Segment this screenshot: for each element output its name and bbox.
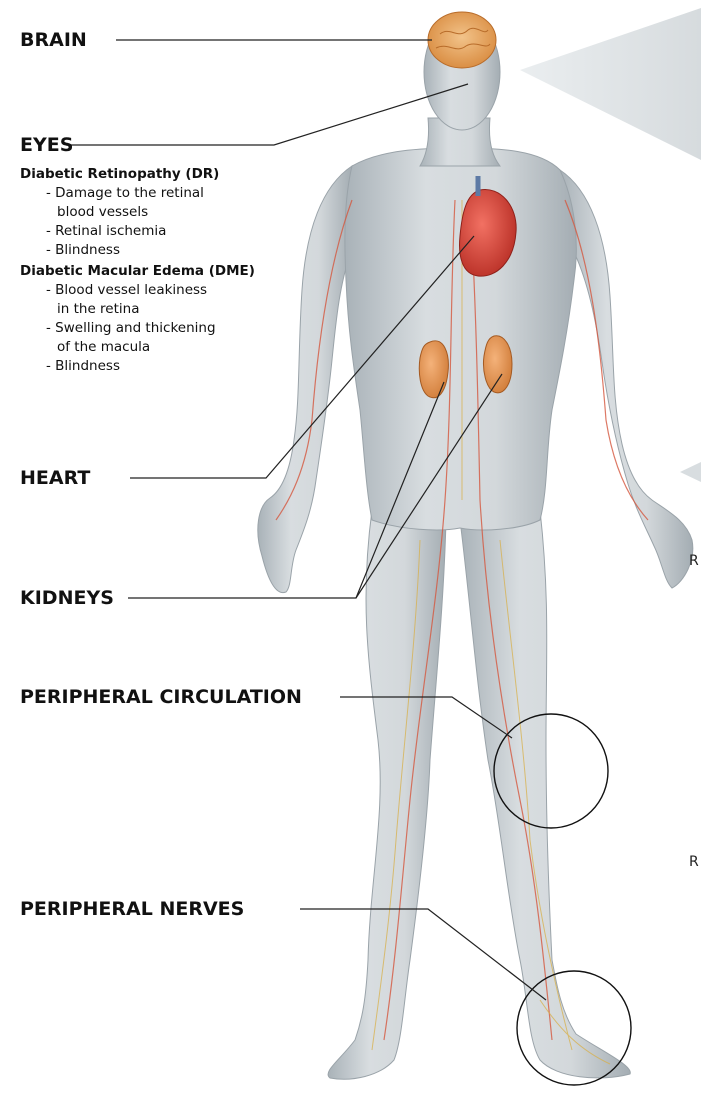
- peripheral-nerves-leader-line: [300, 909, 546, 1000]
- brain-organ: [428, 12, 496, 68]
- dr-item: blood vessels: [57, 206, 148, 220]
- eye-callout-beam: [520, 8, 701, 160]
- dme-title: Diabetic Macular Edema (DME): [20, 265, 255, 279]
- label-kidneys: KIDNEYS: [20, 589, 114, 608]
- dr-item: - Retinal ischemia: [46, 225, 166, 239]
- right-leg: [460, 510, 630, 1078]
- right-arm: [560, 170, 693, 588]
- dr-item: - Blindness: [46, 244, 120, 258]
- torso: [345, 148, 576, 530]
- dme-item: - Blindness: [46, 360, 120, 374]
- dme-item: in the retina: [57, 303, 139, 317]
- dme-item: of the macula: [57, 341, 150, 355]
- dme-item: - Blood vessel leakiness: [46, 284, 207, 298]
- left-leg: [328, 510, 446, 1079]
- label-eyes: EYES: [20, 136, 73, 155]
- human-body: [258, 14, 693, 1079]
- label-peripheral-nerves: PERIPHERAL NERVES: [20, 900, 244, 919]
- dme-item: - Swelling and thickening: [46, 322, 216, 336]
- dr-title: Diabetic Retinopathy (DR): [20, 168, 219, 182]
- cutoff-text-upper: R: [689, 554, 699, 568]
- left-kidney: [419, 341, 448, 398]
- cutoff-text-lower: R: [689, 855, 699, 869]
- left-arm: [258, 166, 352, 593]
- eyes-leader-line: [66, 84, 468, 145]
- label-peripheral-circulation: PERIPHERAL CIRCULATION: [20, 688, 302, 707]
- kidney-callout-beam: [680, 462, 701, 482]
- dr-item: - Damage to the retinal: [46, 187, 204, 201]
- label-brain: BRAIN: [20, 31, 87, 50]
- right-kidney: [483, 336, 512, 393]
- label-heart: HEART: [20, 469, 90, 488]
